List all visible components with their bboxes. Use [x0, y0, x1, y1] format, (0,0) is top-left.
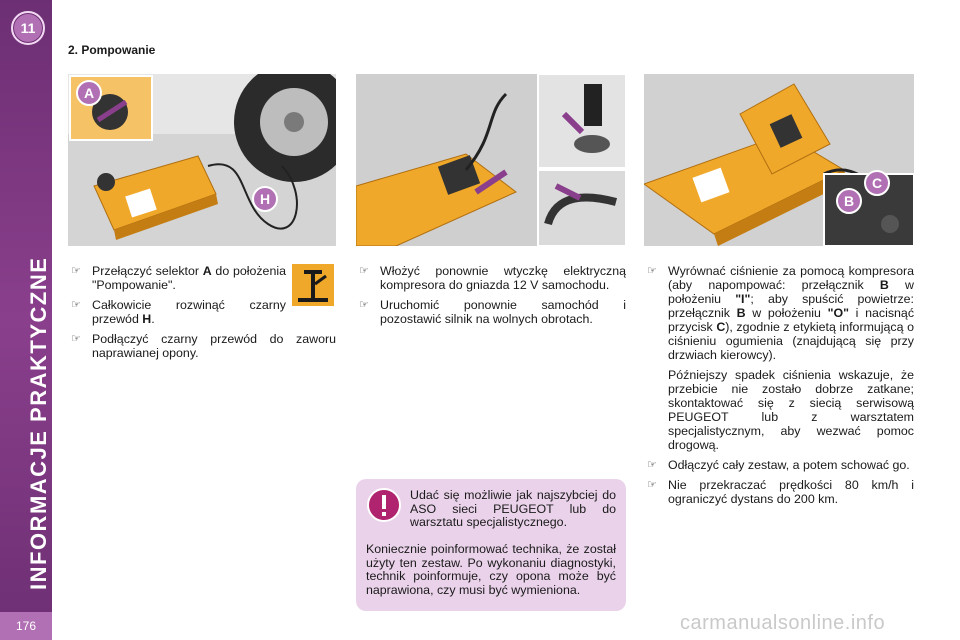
instruction-item: Przełączyć selektor A do położenia "Pomp… [68, 264, 336, 292]
warning-text-primary: Udać się możliwie jak najszybciej do ASO… [410, 488, 616, 530]
column-2: Włożyć ponownie wtyczkę elektryczną komp… [356, 264, 626, 332]
photo-pressure-gauge: C B [644, 74, 914, 246]
callout-a: A [76, 80, 102, 106]
chapter-number-badge: 11 [11, 11, 45, 45]
callout-b: B [836, 188, 862, 214]
instruction-item: Odłączyć cały zestaw, a potem schować go… [644, 458, 914, 472]
watermark: carmanualsonline.info [680, 612, 886, 634]
callout-h: H [252, 186, 278, 212]
plug-socket-illustration [356, 74, 626, 246]
instruction-item: Uruchomić ponownie samochód i pozostawić… [356, 298, 626, 326]
callout-c: C [864, 170, 890, 196]
instruction-item: Włożyć ponownie wtyczkę elektryczną komp… [356, 264, 626, 292]
column-3: Wyrównać ciśnienie za pomocą kompresora … [644, 264, 914, 512]
instruction-item: Nie przekraczać prędkości 80 km/h i ogra… [644, 478, 914, 506]
section-title: 2. Pompowanie [68, 43, 156, 57]
photo-compressor-hose: A H [68, 74, 336, 246]
warning-box: Udać się możliwie jak najszybciej do ASO… [356, 479, 626, 611]
column-1: Przełączyć selektor A do położenia "Pomp… [68, 264, 336, 366]
chapter-sidebar: 11 INFORMACJE PRAKTYCZNE 176 [0, 0, 52, 640]
photo-plug-socket [356, 74, 626, 246]
chapter-title: INFORMACJE PRAKTYCZNE [26, 256, 51, 590]
instruction-item: Całkowicie rozwinąć czarny przewód H. [68, 298, 336, 326]
exclamation-icon [366, 487, 402, 523]
compressor-hose-illustration [68, 74, 336, 246]
page-number: 176 [0, 612, 52, 640]
instruction-item: Podłączyć czarny przewód do zaworu napra… [68, 332, 336, 360]
pressure-gauge-illustration [644, 74, 914, 246]
continuation-text: Późniejszy spadek ciśnienia wskazuje, że… [668, 368, 914, 452]
jack-icon [292, 264, 334, 306]
instruction-item: Wyrównać ciśnienie za pomocą kompresora … [644, 264, 914, 362]
warning-text-secondary: Koniecznie poinformować technika, że zos… [366, 542, 616, 597]
